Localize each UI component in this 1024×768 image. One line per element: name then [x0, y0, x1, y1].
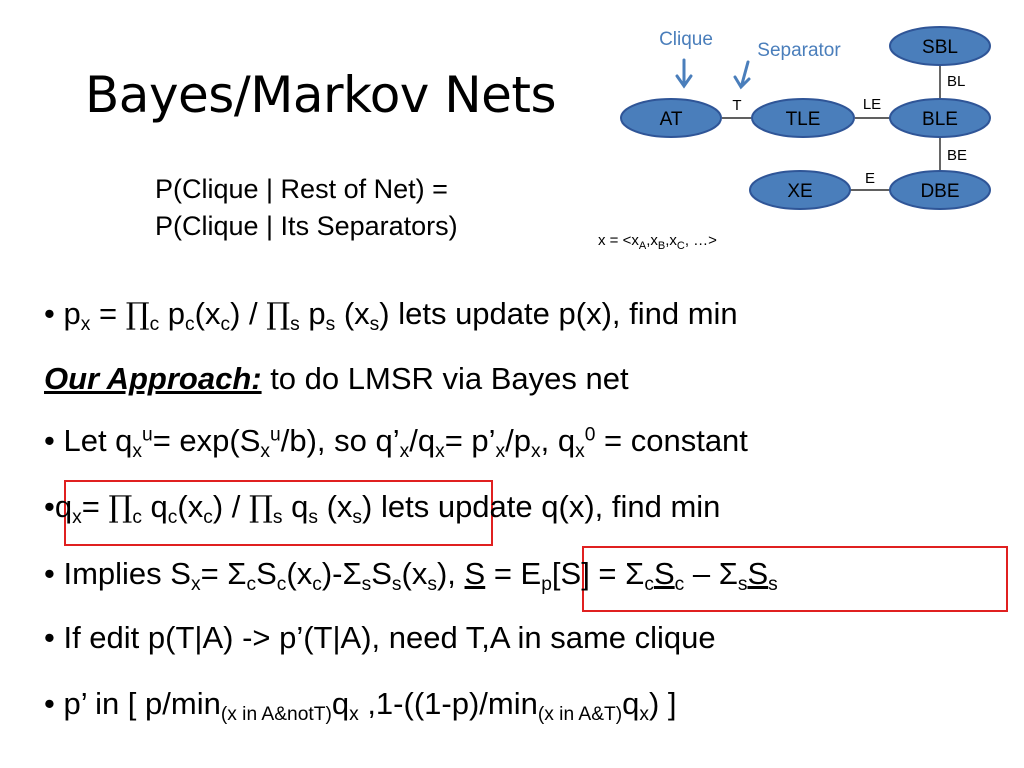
expected-s-highlight-box: [582, 546, 1008, 612]
separator-arrow-icon: [733, 60, 751, 90]
edge-label-be: BE: [947, 147, 967, 164]
conditional-line-1: P(Clique | Rest of Net) =: [155, 174, 448, 204]
clique-label: Clique: [659, 29, 713, 50]
markov-net-diagram: Clique Separator SBL AT TLE BLE XE DBE T…: [598, 26, 991, 252]
bullet-p-range: • p’ in [ p/min(x in A&notT)qx ,1-((1-p)…: [44, 686, 677, 725]
node-tle: TLE: [751, 98, 855, 138]
node-at-label: AT: [660, 109, 683, 130]
bullet-let-q: • Let qxu= exp(Sxu/b), so q’x/qx= p’x/px…: [44, 423, 748, 462]
node-xe: XE: [749, 170, 851, 210]
node-dbe: DBE: [889, 170, 991, 210]
bullet-update-p: • px = ∏c pc(xc) / ∏s ps (xs) lets updat…: [44, 296, 738, 335]
edge-label-le: LE: [863, 96, 881, 113]
node-sbl: SBL: [889, 26, 991, 66]
separator-label: Separator: [757, 40, 841, 61]
bullet-implies: • Implies Sx= ΣcSc(xc)-ΣsSs(xs), S = Ep[…: [44, 556, 778, 595]
node-sbl-label: SBL: [922, 37, 958, 58]
node-xe-label: XE: [787, 181, 812, 202]
node-tle-label: TLE: [786, 109, 821, 130]
x-definition: x = <xA,xB,xC, …>: [598, 232, 717, 252]
node-dbe-label: DBE: [920, 181, 959, 202]
our-approach-line: Our Approach: to do LMSR via Bayes net: [44, 361, 629, 396]
edge-label-t: T: [732, 97, 741, 114]
node-at: AT: [620, 98, 722, 138]
conditional-line-2: P(Clique | Its Separators): [155, 211, 458, 241]
clique-arrow-icon: [675, 58, 693, 89]
edge-label-e: E: [865, 170, 875, 187]
node-ble-label: BLE: [922, 109, 958, 130]
edge-label-bl: BL: [947, 73, 965, 90]
bullet-update-q: •qx= ∏c qc(xc) / ∏s qs (xs) lets update …: [44, 489, 721, 528]
bullet-edit-clique: • If edit p(T|A) -> p’(T|A), need T,A in…: [44, 620, 716, 655]
slide-title: Bayes/Markov Nets: [85, 66, 557, 124]
node-ble: BLE: [889, 98, 991, 138]
our-approach-label: Our Approach:: [44, 361, 262, 396]
q-formula-highlight-box: [64, 480, 493, 546]
